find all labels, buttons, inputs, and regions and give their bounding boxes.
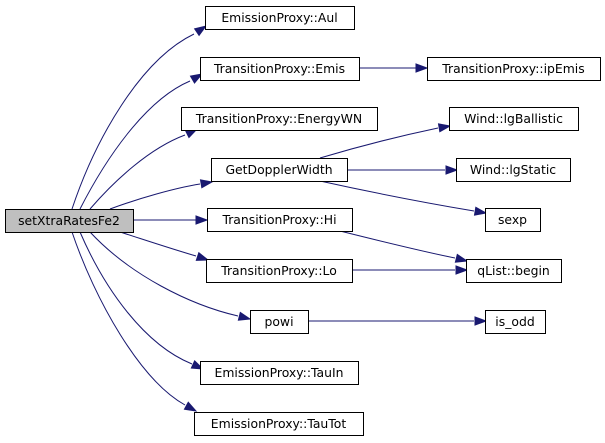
node-box (207, 208, 353, 232)
node-wind-lgballistic[interactable]: Wind::lgBallistic (449, 107, 579, 131)
edge-setXtraRatesFe2-to-emission_tautot (71, 231, 198, 412)
node-powi[interactable]: powi (250, 310, 309, 334)
arrowhead-icon (237, 311, 252, 321)
edge-setXtraRatesFe2-to-transition_lo (119, 231, 210, 261)
node-box (456, 158, 571, 182)
arrowhead-icon (455, 265, 469, 275)
node-label: setXtraRatesFe2 (18, 213, 120, 228)
node-label: sexp (498, 212, 527, 227)
node-label: powi (264, 314, 293, 329)
node-transition-ipemis[interactable]: TransitionProxy::ipEmis (427, 57, 601, 81)
edge-line (319, 127, 439, 159)
arrowhead-icon (473, 206, 488, 216)
node-label: Wind::lgBallistic (464, 111, 563, 126)
edge-line (119, 231, 197, 257)
edges-layer (71, 25, 488, 412)
node-label: qList::begin (477, 263, 550, 278)
node-label: Wind::lgStatic (470, 162, 556, 177)
edge-transition_lo-to-qlist_begin (352, 265, 469, 275)
node-box (206, 259, 353, 283)
node-transition-emis[interactable]: TransitionProxy::Emis (200, 57, 360, 81)
nodes-layer: setXtraRatesFe2 EmissionProxy::AulTransit… (5, 6, 601, 436)
node-box (449, 107, 579, 131)
edge-get_doppler_width-to-sexp (319, 180, 488, 216)
node-label: TransitionProxy::Emis (213, 61, 345, 76)
node-box (200, 361, 359, 385)
node-box (485, 208, 541, 232)
node-label: TransitionProxy::Lo (220, 263, 337, 278)
node-label: TransitionProxy::Hi (221, 212, 336, 227)
edge-get_doppler_width-to-wind_lgballistic (319, 123, 452, 159)
node-box (200, 57, 360, 81)
edge-setXtraRatesFe2-to-transition_emis (79, 73, 204, 210)
edge-line (79, 231, 193, 365)
node-label: EmissionProxy::TauIn (215, 365, 344, 380)
node-box (181, 107, 378, 131)
node-qlist-begin[interactable]: qList::begin (466, 259, 562, 283)
node-box (5, 209, 134, 233)
edge-line (109, 183, 201, 210)
node-box (194, 412, 364, 436)
arrowhead-icon (474, 316, 488, 326)
arrowhead-icon (189, 73, 204, 84)
node-emission-aul[interactable]: EmissionProxy::Aul (205, 6, 355, 30)
node-label: TransitionProxy::ipEmis (441, 61, 584, 76)
edge-line (79, 80, 191, 210)
node-label: EmissionProxy::TauTot (211, 416, 347, 431)
node-box (250, 310, 309, 334)
arrowhead-icon (199, 179, 214, 189)
node-sexp[interactable]: sexp (485, 208, 541, 232)
node-box (466, 259, 562, 283)
node-label: GetDopplerWidth (225, 162, 332, 177)
edge-line (71, 33, 195, 210)
edge-setXtraRatesFe2-to-transition_energywn (89, 128, 199, 210)
node-label: TransitionProxy::EnergyWN (195, 111, 362, 126)
node-transition-hi[interactable]: TransitionProxy::Hi (207, 208, 353, 232)
edge-transition_hi-to-qlist_begin (339, 230, 469, 263)
edge-line (339, 230, 456, 259)
node-emission-tautot[interactable]: EmissionProxy::TauTot (194, 412, 364, 436)
node-setXtraRatesFe2[interactable]: setXtraRatesFe2 (5, 209, 134, 233)
node-transition-lo[interactable]: TransitionProxy::Lo (206, 259, 353, 283)
node-wind-lgstatic[interactable]: Wind::lgStatic (456, 158, 571, 182)
node-emission-tauin[interactable]: EmissionProxy::TauIn (200, 361, 359, 385)
arrowhead-icon (445, 165, 459, 175)
edge-line (89, 134, 186, 210)
node-label: is_odd (495, 314, 534, 329)
node-transition-energywn[interactable]: TransitionProxy::EnergyWN (181, 107, 378, 131)
node-box (205, 6, 355, 30)
edge-line (89, 231, 239, 317)
edge-setXtraRatesFe2-to-get_doppler_width (109, 179, 214, 210)
arrowhead-icon (195, 251, 210, 261)
arrowhead-icon (193, 25, 208, 37)
edge-line (71, 231, 186, 406)
arrowhead-icon (454, 253, 469, 263)
edge-get_doppler_width-to-wind_lgstatic (347, 165, 459, 175)
node-label: EmissionProxy::Aul (221, 10, 337, 25)
edge-powi-to-is_odd (308, 316, 488, 326)
edge-transition_emis-to-transition_ipemis (359, 63, 429, 73)
edge-setXtraRatesFe2-to-powi (89, 231, 252, 321)
edge-setXtraRatesFe2-to-transition_hi (133, 215, 209, 225)
arrowhead-icon (195, 215, 209, 225)
edge-line (319, 180, 475, 212)
arrowhead-icon (415, 63, 429, 73)
arrowhead-icon (437, 123, 452, 133)
arrowhead-icon (183, 401, 198, 412)
node-box (427, 57, 601, 81)
node-get-doppler-width[interactable]: GetDopplerWidth (211, 158, 348, 182)
node-is-odd[interactable]: is_odd (485, 310, 546, 334)
node-box (211, 158, 348, 182)
node-box (485, 310, 546, 334)
edge-setXtraRatesFe2-to-emission_aul (71, 25, 208, 210)
